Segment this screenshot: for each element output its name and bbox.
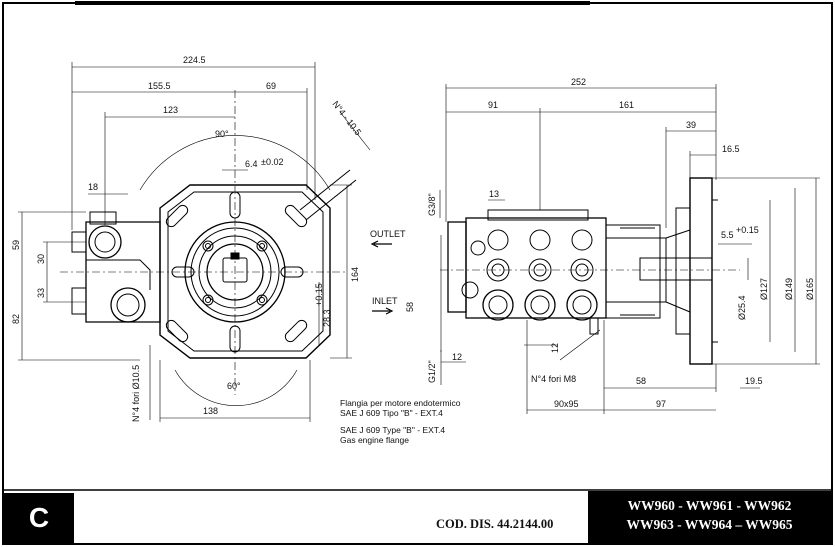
front-view-dimensions bbox=[18, 62, 371, 422]
dim-224-5: 224.5 bbox=[183, 55, 206, 65]
dim-g3-8: G3/8" bbox=[427, 193, 437, 216]
inlet-label: INLET bbox=[372, 296, 398, 306]
dim-13: 13 bbox=[489, 189, 499, 199]
dim-d165: Ø165 bbox=[805, 278, 815, 300]
models-line-1: WW960 - WW961 - WW962 bbox=[627, 498, 792, 513]
side-view bbox=[440, 177, 740, 365]
models-line-2: WW963 - WW964 – WW965 bbox=[626, 517, 793, 532]
dim-33: 33 bbox=[36, 288, 46, 298]
dim-97: 97 bbox=[656, 399, 666, 409]
dim-28-3: 28.3 bbox=[322, 309, 332, 327]
dim-138: 138 bbox=[203, 406, 218, 416]
dim-161: 161 bbox=[619, 100, 634, 110]
outlet-arrow-icon bbox=[370, 240, 392, 248]
dim-g1-2: G1/2" bbox=[427, 360, 437, 383]
outlet-label: OUTLET bbox=[370, 229, 406, 239]
front-view bbox=[60, 90, 357, 395]
note-it-2: SAE J 609 Tipo "B" - EXT.4 bbox=[340, 408, 443, 418]
drawing-code: COD. DIS. 44.2144.00 bbox=[436, 517, 554, 531]
dim-155-5: 155.5 bbox=[148, 81, 171, 91]
dim-164: 164 bbox=[350, 267, 360, 282]
note-it-1: Flangia per motore endotermico bbox=[340, 398, 461, 408]
dim-5-5-tolerance: +0.15 bbox=[736, 225, 759, 235]
dim-58: 58 bbox=[405, 302, 415, 312]
side-view-dimensions bbox=[439, 84, 820, 414]
dim-holes-10-5: N°4 - 10.5 bbox=[330, 99, 363, 137]
dim-30: 30 bbox=[36, 254, 46, 264]
dim-69: 69 bbox=[266, 81, 276, 91]
model-list-badge: WW960 - WW961 - WW962 WW963 - WW964 – WW… bbox=[588, 491, 831, 543]
dim-39: 39 bbox=[686, 120, 696, 130]
dim-19-5: 19.5 bbox=[745, 376, 763, 386]
dim-d149: Ø149 bbox=[784, 278, 794, 300]
dim-12-b: 12 bbox=[550, 343, 560, 353]
sheet-letter-badge: C bbox=[4, 493, 74, 543]
dim-90-deg: 90° bbox=[215, 129, 229, 139]
dim-252: 252 bbox=[571, 77, 586, 87]
inlet-arrow-icon bbox=[372, 307, 394, 315]
dim-123: 123 bbox=[163, 105, 178, 115]
dim-60-deg: 60° bbox=[227, 381, 241, 391]
dim-16-5: 16.5 bbox=[722, 144, 740, 154]
dim-12-a: 12 bbox=[452, 352, 462, 362]
dim-58-b: 58 bbox=[636, 376, 646, 386]
dim-18: 18 bbox=[88, 182, 98, 192]
dim-holes-m8: N°4 fori M8 bbox=[531, 374, 576, 384]
dim-holes-10-5-b: N°4 fori Ø10.5 bbox=[131, 365, 141, 422]
note-en-2: Gas engine flange bbox=[340, 435, 409, 445]
dim-5-5: 5.5 bbox=[721, 230, 734, 240]
dim-91: 91 bbox=[488, 100, 498, 110]
note-en-1: SAE J 609 Type "B" - EXT.4 bbox=[340, 425, 445, 435]
dim-82: 82 bbox=[11, 314, 21, 324]
dim-d25-4: Ø25.4 bbox=[737, 295, 747, 320]
dim-6-4-tolerance: ±0.02 bbox=[261, 157, 283, 167]
dim-90x95: 90x95 bbox=[554, 399, 579, 409]
dim-59: 59 bbox=[11, 240, 21, 250]
dim-6-4: 6.4 bbox=[245, 159, 258, 169]
dim-d127: Ø127 bbox=[759, 278, 769, 300]
dim-28-3-tolerance: +0.15 bbox=[314, 283, 324, 306]
